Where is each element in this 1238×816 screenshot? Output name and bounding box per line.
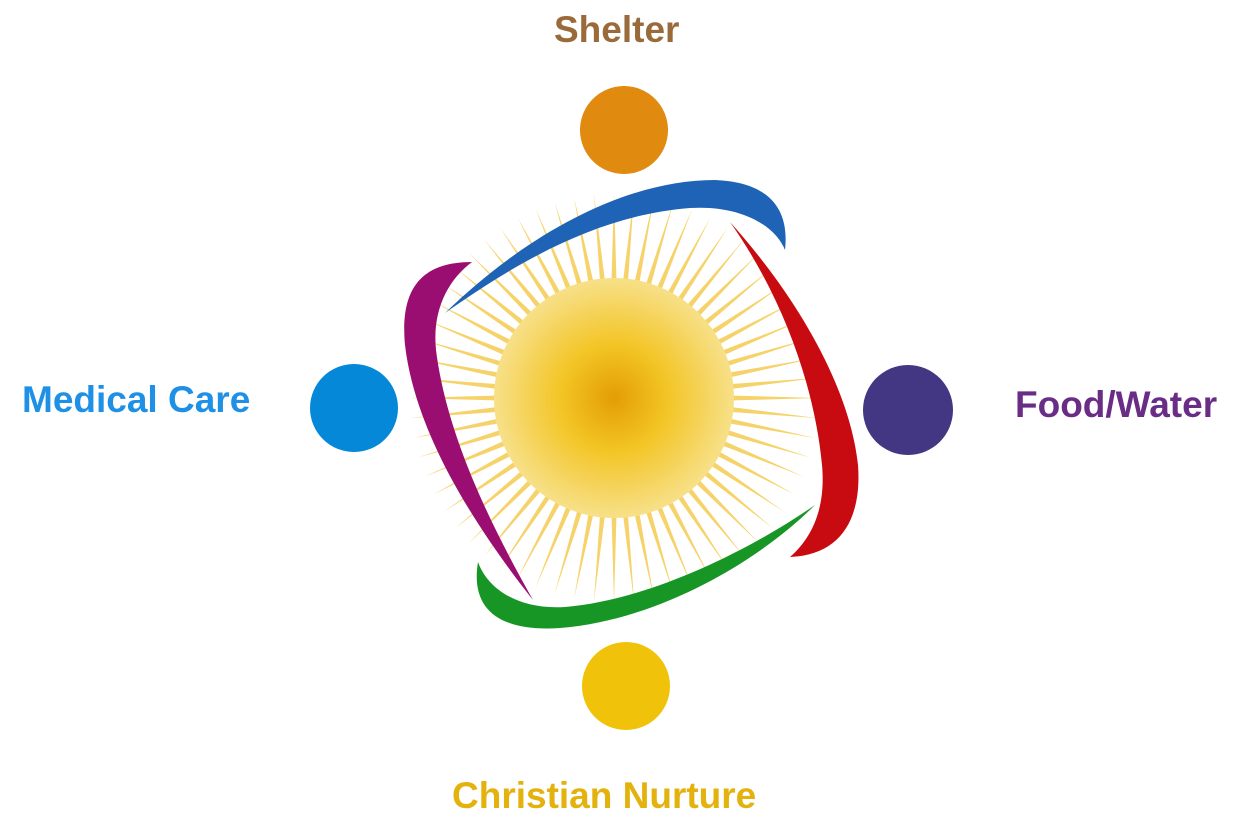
sun-core xyxy=(494,278,734,518)
sun-ray xyxy=(554,202,583,289)
christian-nurture-label: Christian Nurture xyxy=(452,777,756,814)
medical-care-head xyxy=(310,364,398,452)
sun-ray xyxy=(729,395,819,400)
christian-nurture-head xyxy=(582,642,670,730)
sun-ray xyxy=(656,209,693,293)
food-water-label: Food/Water xyxy=(1015,386,1217,423)
sun-ray xyxy=(728,407,818,418)
arm-right-red xyxy=(730,222,858,557)
sun-ray xyxy=(536,503,573,587)
sun-ray xyxy=(723,429,810,458)
sun-ray xyxy=(728,378,818,389)
sun-ray xyxy=(611,513,616,603)
sun-ray xyxy=(645,507,674,594)
sun-ray xyxy=(594,512,605,602)
sun-ray xyxy=(623,512,634,602)
sun-ray xyxy=(425,320,509,357)
sun-ray xyxy=(719,440,803,477)
medical-care-label: Medical Care xyxy=(22,381,250,418)
sun-ray xyxy=(554,507,583,594)
sun-ray xyxy=(645,202,674,289)
food-water-head xyxy=(863,365,953,455)
arm-bottom-green xyxy=(477,505,815,628)
shelter-head xyxy=(580,86,668,174)
shelter-label: Shelter xyxy=(554,11,679,48)
